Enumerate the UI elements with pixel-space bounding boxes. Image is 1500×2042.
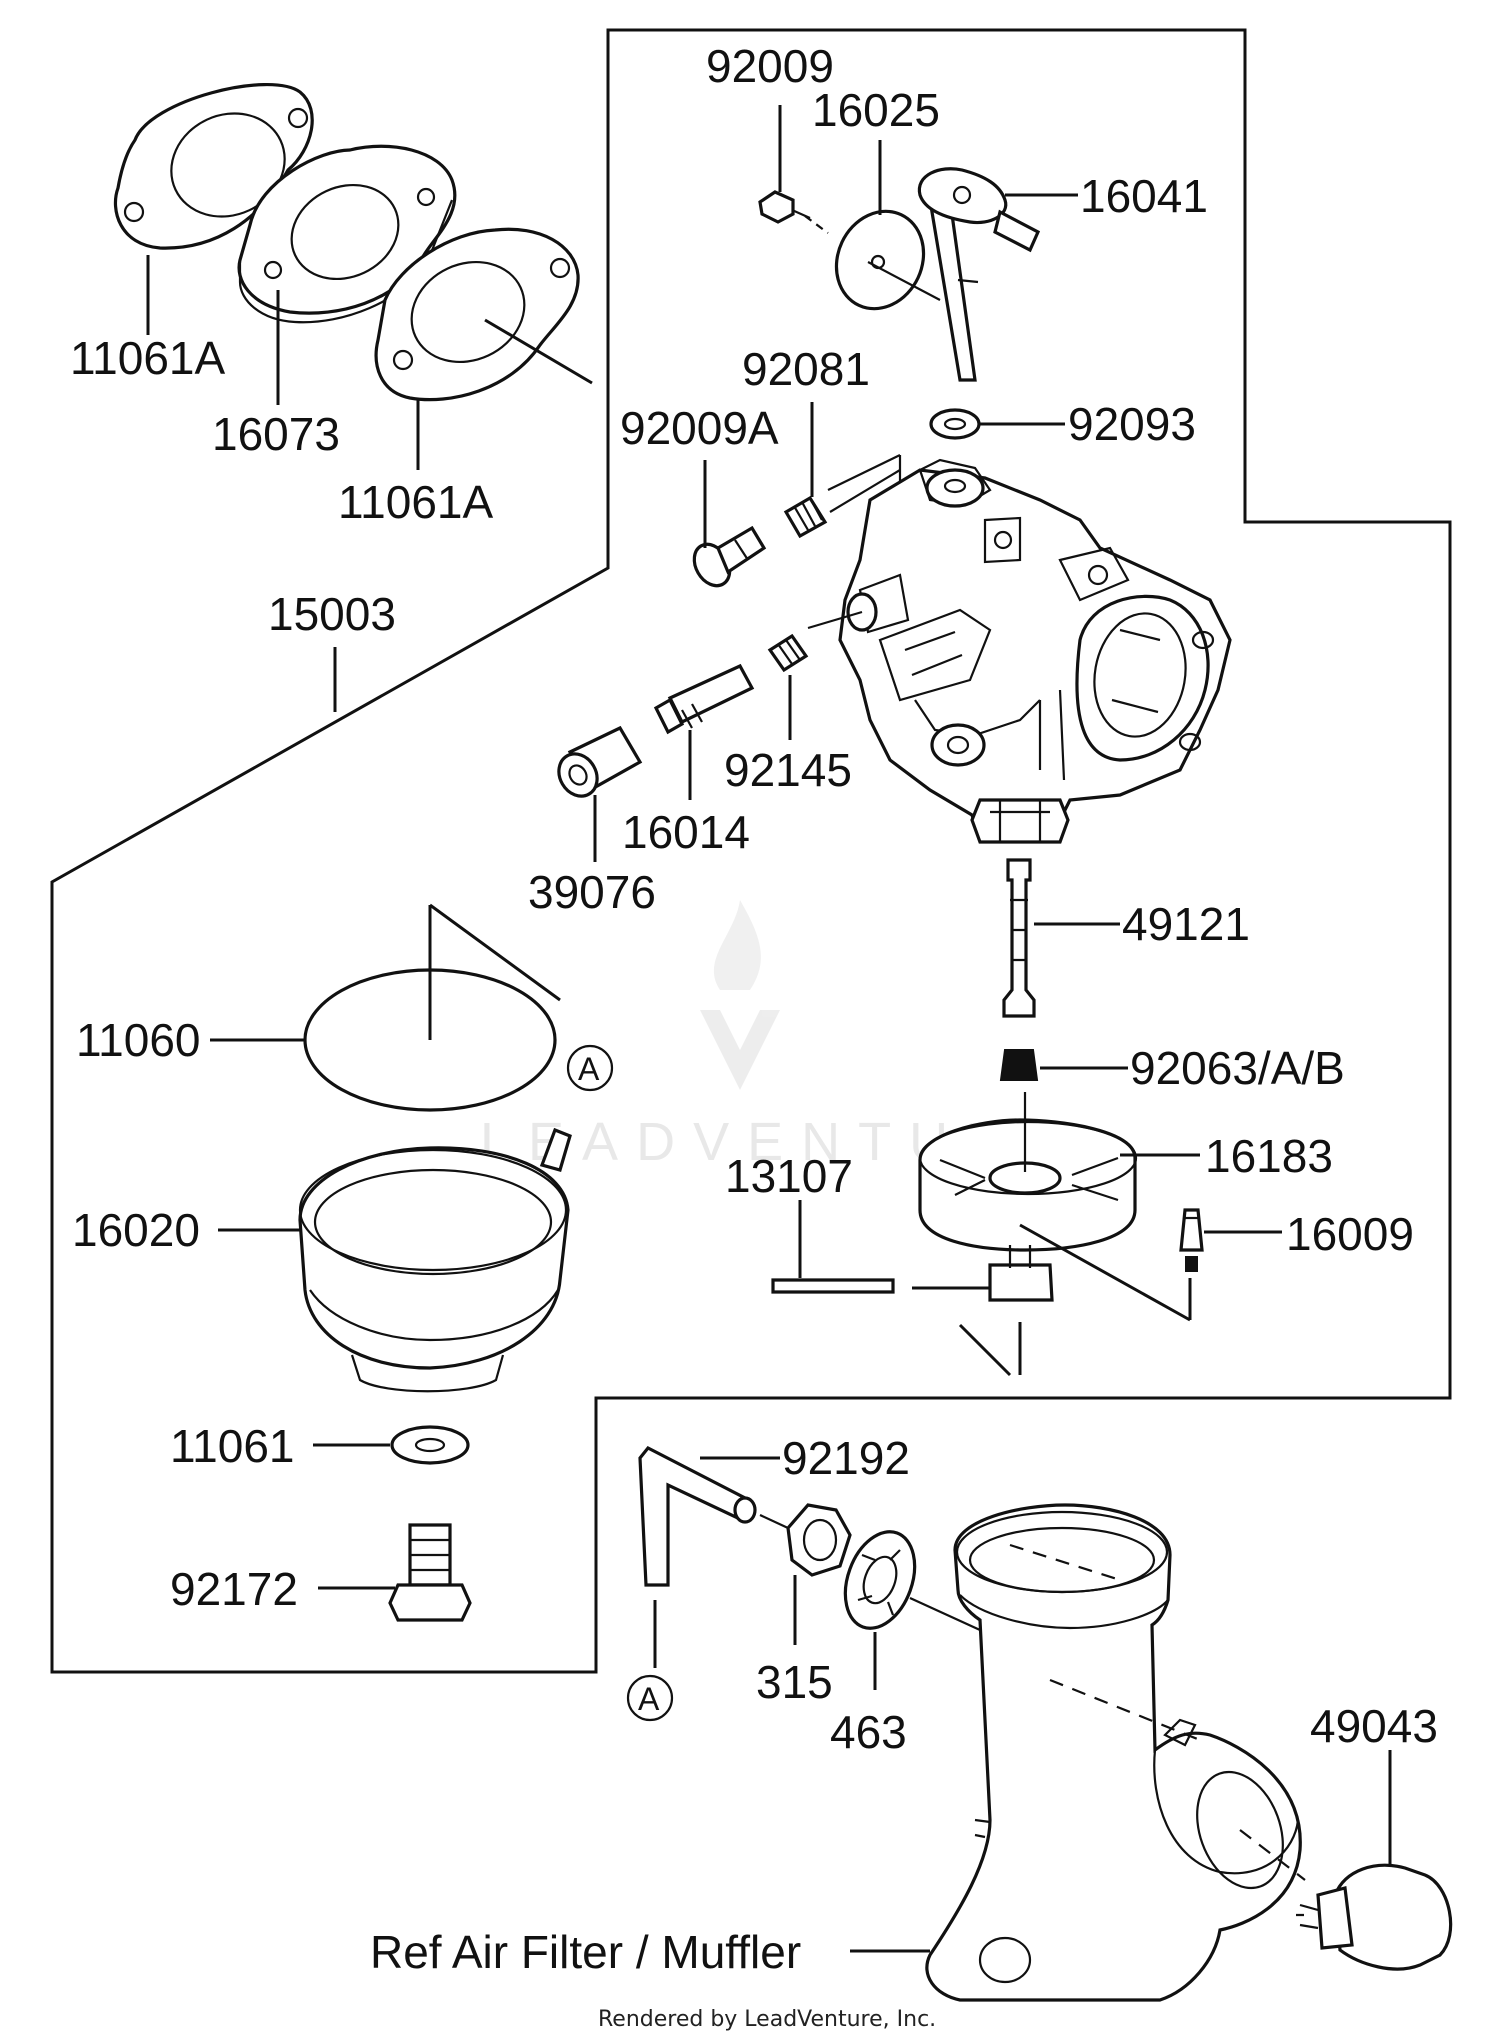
drain-screw-92172 — [318, 1523, 472, 1622]
spring-92081 — [783, 402, 902, 580]
label-49043: 49043 — [1310, 1700, 1438, 1752]
needle-16009 — [1019, 1208, 1282, 1322]
reference-note: Ref Air Filter / Muffler — [370, 1926, 801, 1978]
label-92192: 92192 — [782, 1432, 910, 1484]
washer-92093 — [929, 408, 1065, 440]
screw-92009A — [692, 460, 767, 588]
credit-line: Rendered by LeadVenture, Inc. — [598, 2007, 936, 2032]
primer-49043 — [1296, 1750, 1453, 1971]
label-16041: 16041 — [1080, 170, 1208, 222]
label-13107: 13107 — [725, 1150, 853, 1202]
label-92172: 92172 — [170, 1563, 298, 1615]
svg-text:A: A — [638, 1681, 660, 1717]
pin-13107 — [771, 1200, 1022, 1377]
shaft-16041 — [867, 167, 1078, 382]
nut-315 — [759, 1503, 852, 1645]
tube-49121 — [1002, 858, 1120, 1018]
screw-92009 — [758, 105, 829, 234]
lockwasher-463 — [843, 1530, 981, 1690]
callout-a-top: A — [566, 1044, 614, 1092]
label-11061A-bottom: 11061A — [338, 476, 494, 528]
label-16020: 16020 — [72, 1204, 200, 1256]
svg-text:A: A — [578, 1051, 600, 1087]
label-16014: 16014 — [622, 806, 750, 858]
label-16025: 16025 — [812, 84, 940, 136]
assembly-outline — [50, 28, 1452, 1674]
label-92093: 92093 — [1068, 398, 1196, 450]
label-92081: 92081 — [742, 343, 870, 395]
label-49121: 49121 — [1122, 898, 1250, 950]
label-15003: 15003 — [268, 588, 396, 640]
label-11061A-top: 11061A — [70, 332, 226, 384]
label-463: 463 — [830, 1706, 907, 1758]
label-11060: 11060 — [76, 1014, 201, 1066]
jet-39076 — [557, 725, 643, 862]
float-16183 — [918, 1092, 1200, 1302]
label-92009A: 92009A — [620, 402, 779, 454]
tube-92192 — [638, 1445, 780, 1668]
jet-16014 — [653, 663, 755, 800]
gasket-11061A-top — [113, 83, 314, 250]
label-315: 315 — [756, 1656, 833, 1708]
label-92063: 92063/A/B — [1130, 1042, 1345, 1094]
callout-a-bottom: A — [626, 1674, 674, 1722]
label-11061: 11061 — [170, 1420, 295, 1472]
spring-92145 — [767, 633, 809, 740]
label-16183: 16183 — [1205, 1130, 1333, 1182]
gasket-11061A-bottom — [374, 227, 593, 402]
plate-16025 — [834, 140, 926, 311]
label-92009: 92009 — [706, 40, 834, 92]
carburetor-body — [807, 458, 1232, 844]
label-16073: 16073 — [212, 408, 340, 460]
oring-11060 — [210, 903, 561, 1112]
air-horn — [850, 1503, 1306, 2002]
jet-92063 — [999, 1049, 1128, 1081]
label-39076: 39076 — [528, 866, 656, 918]
label-92145: 92145 — [724, 744, 852, 796]
bowl-16020 — [218, 1127, 572, 1393]
label-16009: 16009 — [1286, 1208, 1414, 1260]
washer-11061 — [313, 1425, 470, 1465]
